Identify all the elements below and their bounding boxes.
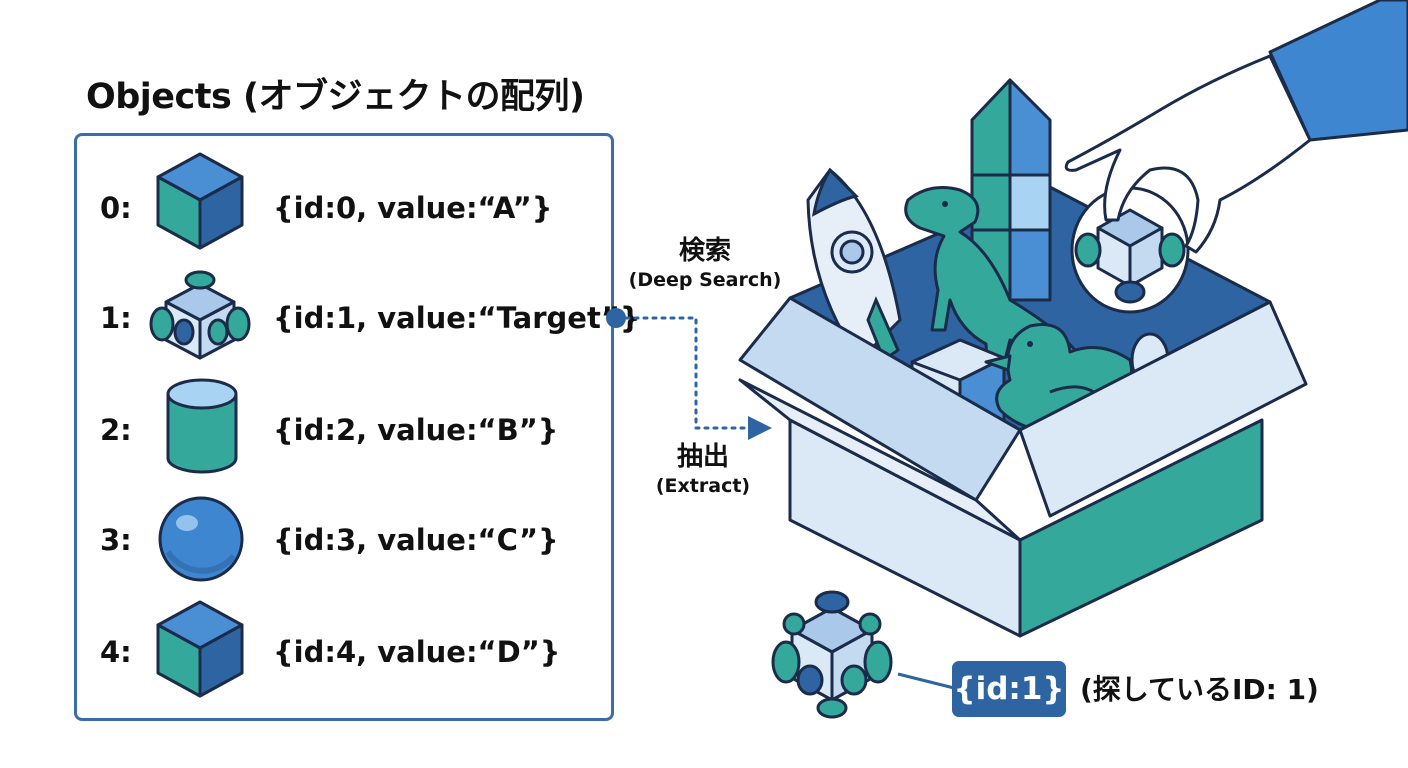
target-id-badge: {id:1} <box>952 661 1066 717</box>
row-value-4: {id:4, value:“D”} <box>273 635 561 669</box>
search-label-ja: 検索 <box>678 236 731 266</box>
extracted-block-icon <box>771 590 893 719</box>
row-value-3: {id:3, value:“C”} <box>273 523 559 557</box>
crystal-prism-icon <box>970 78 1052 302</box>
extract-label-en: (Extract) <box>655 475 751 497</box>
row-index-3: 3: <box>100 523 132 557</box>
search-label-en: (Deep Search) <box>628 269 782 291</box>
extract-label: 抽出 (Extract) <box>628 440 778 498</box>
sphere-icon <box>158 496 244 582</box>
row-value-2: {id:2, value:“B”} <box>273 413 559 447</box>
connector-block-icon <box>149 270 251 360</box>
cylinder-icon <box>166 378 238 474</box>
badge-leader-line <box>897 672 955 690</box>
target-id-caption: (探しているID: 1) <box>1080 673 1319 706</box>
held-target-block-icon <box>1070 186 1190 314</box>
toy-box-illustration <box>738 0 1408 638</box>
cube-icon <box>156 600 244 698</box>
extract-label-ja: 抽出 <box>676 442 729 472</box>
page-title: Objects (オブジェクトの配列) <box>86 77 585 117</box>
row-index-1: 1: <box>100 301 132 335</box>
search-connector-arrow <box>606 308 772 440</box>
rocket-icon <box>806 167 902 363</box>
row-index-0: 0: <box>100 191 132 225</box>
search-label: 検索 (Deep Search) <box>620 234 790 292</box>
row-index-4: 4: <box>100 635 132 669</box>
row-value-1: {id:1, value:“Target”} <box>273 301 641 335</box>
row-index-2: 2: <box>100 413 132 447</box>
row-value-0: {id:0, value:“A”} <box>273 191 553 225</box>
cube-icon <box>156 152 244 250</box>
hand-icon <box>1064 0 1408 254</box>
